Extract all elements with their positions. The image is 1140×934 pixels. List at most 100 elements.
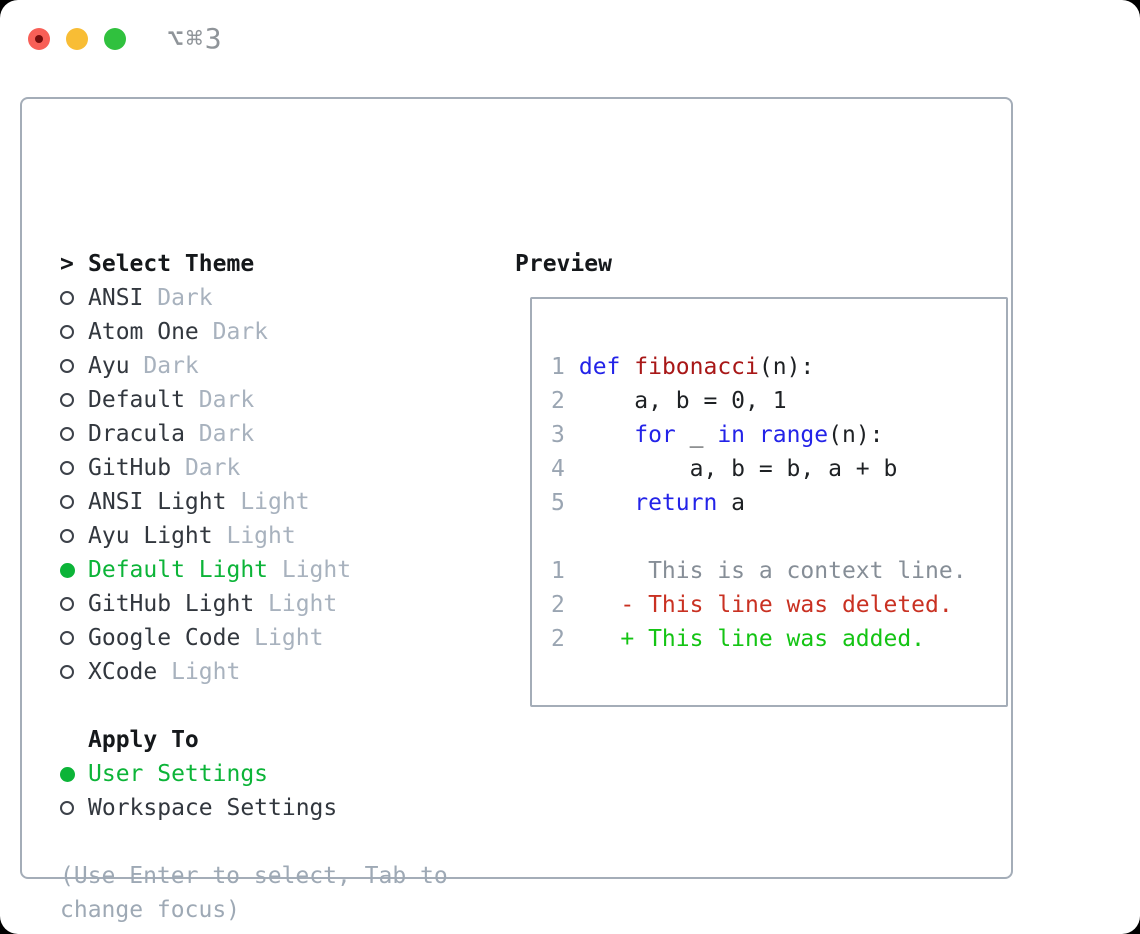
radio-marker [60, 529, 88, 543]
theme-variant: Dark [198, 319, 269, 345]
apply-option-user-settings[interactable]: User Settings [60, 757, 448, 791]
theme-name: ANSI Light [88, 489, 227, 515]
theme-item-atom-one[interactable]: Atom One Dark [60, 315, 448, 349]
theme-variant: Light [212, 523, 296, 549]
radio-selected-icon [60, 562, 75, 578]
theme-item-ansi[interactable]: ANSI Dark [60, 281, 448, 315]
theme-item-google-code[interactable]: Google Code Light [60, 621, 448, 655]
theme-item-ayu[interactable]: Ayu Dark [60, 349, 448, 383]
token-p [579, 490, 634, 516]
line-number: 1 [551, 354, 565, 380]
theme-name: GitHub Light [88, 591, 255, 617]
cursor-prompt-icon: > [60, 251, 74, 277]
line-content: return a [565, 490, 745, 516]
token-kw: in [717, 422, 746, 448]
preview-line: 1 This is a context line. [551, 554, 1006, 588]
theme-item-ansi-light[interactable]: ANSI Light Light [60, 485, 448, 519]
radio-icon [60, 631, 74, 645]
theme-variant: Light [268, 557, 352, 583]
theme-item-github[interactable]: GitHub Dark [60, 451, 448, 485]
token-kw: def [578, 354, 621, 380]
line-number: 1 [551, 558, 565, 584]
token-p: a, b = b, a + b [578, 456, 898, 482]
window-controls [28, 28, 126, 50]
radio-marker [60, 597, 88, 611]
select-theme-header: > Select Theme [60, 247, 448, 281]
preview-line: 2 + This line was added. [551, 622, 1006, 656]
token-p: (n): [758, 354, 815, 380]
preview-line: 4 a, b = b, a + b [551, 452, 1006, 486]
token-kw: return [634, 490, 718, 516]
theme-variant: Dark [184, 421, 255, 447]
radio-marker [60, 325, 88, 339]
theme-item-xcode[interactable]: XCode Light [60, 655, 448, 689]
theme-variant: Dark [129, 353, 199, 379]
radio-marker [60, 801, 88, 815]
maximize-button[interactable] [104, 28, 126, 50]
token-p: a [717, 490, 746, 516]
apply-option-label: User Settings [88, 761, 269, 787]
preview-title: Preview [515, 251, 612, 277]
hint-line-2: change focus) [60, 897, 241, 923]
theme-variant: Dark [143, 285, 213, 311]
preview-line [551, 520, 1006, 554]
theme-name: GitHub [88, 455, 172, 481]
preview-line: 5 return a [551, 486, 1006, 520]
apply-option-label: Workspace Settings [88, 795, 338, 821]
minimize-button[interactable] [66, 28, 88, 50]
theme-name: Ayu [88, 353, 130, 379]
line-content: - This line was deleted. [565, 592, 952, 618]
keyboard-shortcut-label: ⌥⌘3 [167, 22, 224, 55]
line-number: 2 [551, 388, 565, 414]
theme-variant: Light [157, 659, 241, 685]
token-kw: range [758, 422, 829, 448]
apply-to-title: Apply To [88, 727, 199, 753]
theme-item-default-light[interactable]: Default Light Light [60, 553, 448, 587]
radio-marker [60, 393, 88, 407]
hint-line-1: (Use Enter to select, Tab to [60, 863, 448, 889]
radio-marker [60, 665, 88, 679]
radio-icon [60, 325, 74, 339]
line-number: 5 [551, 490, 565, 516]
radio-icon [60, 461, 74, 475]
line-number: 4 [551, 456, 565, 482]
radio-marker [60, 495, 88, 509]
apply-to-header: Apply To [60, 723, 448, 757]
radio-marker [60, 461, 88, 475]
close-dot-icon [35, 35, 43, 43]
theme-name: Ayu Light [88, 523, 213, 549]
theme-item-default[interactable]: Default Dark [60, 383, 448, 417]
radio-icon [60, 597, 74, 611]
preview-line: 2 a, b = 0, 1 [551, 384, 1006, 418]
theme-item-ayu-light[interactable]: Ayu Light Light [60, 519, 448, 553]
radio-icon [60, 665, 74, 679]
line-number: 2 [551, 592, 565, 618]
apply-option-workspace-settings[interactable]: Workspace Settings [60, 791, 448, 825]
theme-variant: Light [254, 591, 338, 617]
theme-name: Atom One [88, 319, 199, 345]
theme-item-github-light[interactable]: GitHub Light Light [60, 587, 448, 621]
theme-name: XCode [88, 659, 158, 685]
theme-name: Default [88, 387, 185, 413]
close-button[interactable] [28, 28, 50, 50]
line-content: a, b = b, a + b [565, 456, 898, 482]
gap [60, 825, 448, 859]
line-number: 3 [551, 422, 565, 448]
line-content: def fibonacci(n): [565, 354, 814, 380]
radio-marker [60, 427, 88, 441]
theme-item-dracula[interactable]: Dracula Dark [60, 417, 448, 451]
radio-marker [60, 631, 88, 645]
token-kw: for [634, 422, 676, 448]
line-number: 2 [551, 626, 565, 652]
token-p: a, b = 0, 1 [578, 388, 787, 414]
line-content: + This line was added. [565, 626, 925, 652]
line-content: This is a context line. [565, 558, 967, 584]
token-fn: fibonacci [634, 354, 759, 380]
